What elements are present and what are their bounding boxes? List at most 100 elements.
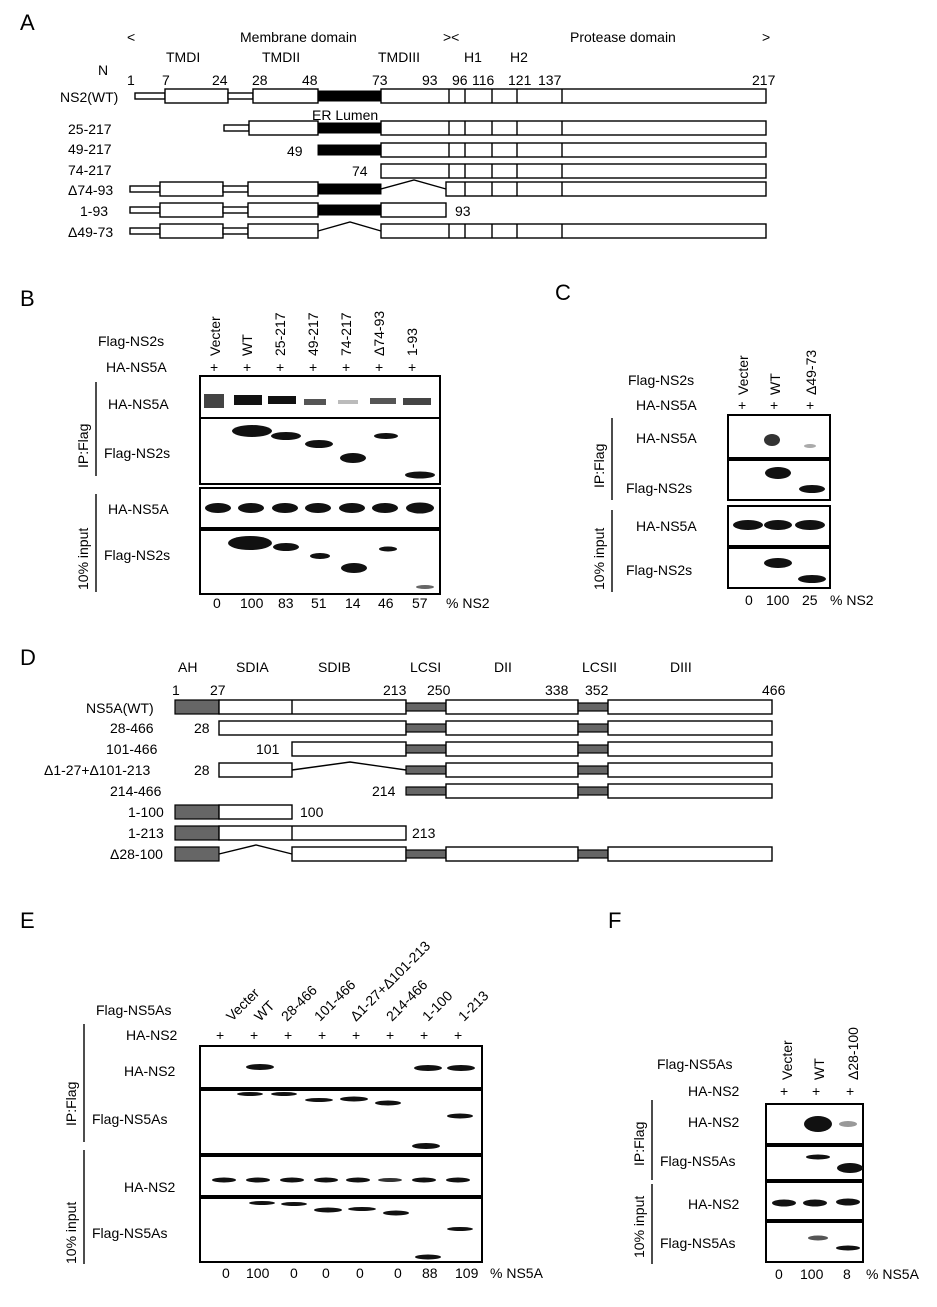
blot-input-flag (199, 1197, 483, 1263)
marker-93: 93 (455, 203, 471, 219)
pos-73: 73 (372, 72, 388, 88)
ha-ns2-label: HA-NS2 (126, 1027, 178, 1043)
ip-flag-label: IP:Flag (631, 1122, 647, 1166)
pos-217: 217 (752, 72, 776, 88)
domain-lcsi: LCSI (410, 659, 441, 675)
blot-input-flag (765, 1221, 864, 1263)
marker-28: 28 (194, 720, 210, 736)
marker-74: 74 (352, 163, 368, 179)
lane-label: WT (767, 373, 783, 395)
construct-1-213: 1-213 (128, 825, 164, 841)
pos-7: 7 (162, 72, 170, 88)
construct-49-217: 49-217 (68, 141, 112, 157)
construct-1-100: 1-100 (128, 804, 164, 820)
percent-value: 83 (278, 595, 294, 611)
tmd2-label: TMDII (262, 49, 300, 65)
plus-sign: + (250, 1027, 258, 1043)
plus-sign: + (342, 359, 350, 375)
plus-sign: + (375, 359, 383, 375)
marker-101: 101 (256, 741, 280, 757)
domain-diii: DIII (670, 659, 692, 675)
pos-24: 24 (212, 72, 228, 88)
row-flag-ns5as-ip: Flag-NS5As (92, 1111, 167, 1127)
marker-100: 100 (300, 804, 324, 820)
domain-lcsii: LCSII (582, 659, 617, 675)
percent-unit: % NS2 (830, 592, 874, 608)
construct-214-466: 214-466 (110, 783, 162, 799)
ns2-d49-73-bar (129, 221, 767, 239)
domain-dii: DII (494, 659, 512, 675)
protease-domain-label: Protease domain (570, 29, 676, 45)
domain-ah: AH (178, 659, 197, 675)
panel-b-letter: B (20, 286, 35, 311)
panel-a-letter: A (20, 10, 35, 35)
lane-label: Δ28-100 (845, 1027, 861, 1080)
panel-e: E Flag-NS5As HA-NS2 Vecter WT 28-466 101… (20, 908, 544, 1281)
construct-101-466: 101-466 (106, 741, 158, 757)
construct-ns5a-wt: NS5A(WT) (86, 700, 154, 716)
pos-1: 1 (127, 72, 135, 88)
plus-sign: + (738, 397, 746, 413)
ns2-49-217-bar (317, 142, 767, 158)
lane-label: 25-217 (272, 312, 288, 356)
panel-b: B Flag-NS2s HA-NS5A Vecter WT 25-217 49-… (20, 286, 490, 611)
pos-352: 352 (585, 682, 609, 698)
ns2-positions: 1 7 24 28 48 73 93 96 116 121 137 217 (127, 72, 776, 88)
blot-ip-flag (727, 459, 831, 501)
panel-e-letter: E (20, 908, 35, 933)
protease-right-bracket: > (762, 29, 770, 45)
input-label: 10% input (63, 1202, 79, 1264)
blot-ip-flag (765, 1145, 864, 1181)
flag-ns2s-label: Flag-NS2s (628, 372, 694, 388)
blot-input-ha-bands (772, 1198, 860, 1207)
blot-input-flag-bands (764, 558, 826, 583)
row-flag-ns2s-input: Flag-NS2s (104, 547, 170, 563)
row-ha-ns5a-input: HA-NS5A (636, 518, 697, 534)
construct-1-93: 1-93 (80, 203, 108, 219)
percent-value: 0 (290, 1265, 298, 1281)
er-lumen-label: ER Lumen (312, 107, 378, 123)
construct-74-217: 74-217 (68, 162, 112, 178)
h1-label: H1 (464, 49, 482, 65)
blot-input-ha (199, 1155, 483, 1197)
ns5a-1-100-bar (174, 804, 293, 820)
pos-121: 121 (508, 72, 532, 88)
row-ha-ns2-input: HA-NS2 (688, 1196, 740, 1212)
row-flag-ns5as-input: Flag-NS5As (92, 1225, 167, 1241)
plus-sign: + (846, 1083, 854, 1099)
row-ha-ns5a-input: HA-NS5A (108, 501, 169, 517)
plus-sign: + (812, 1083, 820, 1099)
percent-value: 0 (745, 592, 753, 608)
percent-value: 0 (775, 1266, 783, 1282)
blot-input-flag-bands (808, 1235, 860, 1251)
percent-value: 0 (213, 595, 221, 611)
blot-ip-flag-bands (765, 467, 825, 493)
panel-b-lanes: Vecter WT 25-217 49-217 74-217 Δ74-93 1-… (207, 311, 420, 356)
marker-214: 214 (372, 783, 396, 799)
domain-sdia: SDIA (236, 659, 269, 675)
blot-ip-flag-bands (237, 1092, 473, 1149)
lane-label: Vecter (779, 1040, 795, 1080)
flag-ns5as-label: Flag-NS5As (657, 1056, 732, 1072)
blot-ip-ha-bands (764, 434, 816, 448)
tmd3-label: TMDIII (378, 49, 420, 65)
n-terminus-label: N (98, 62, 108, 78)
ns5a-d28-100-bar (174, 844, 773, 862)
percent-value: 100 (246, 1265, 270, 1281)
pos-28: 28 (252, 72, 268, 88)
percent-value: 100 (800, 1266, 824, 1282)
ns2-1-93-bar (129, 202, 447, 218)
membrane-left-bracket: < (127, 29, 135, 45)
pos-48: 48 (302, 72, 318, 88)
percent-value: 8 (843, 1266, 851, 1282)
input-label: 10% input (75, 528, 91, 590)
pos-96: 96 (452, 72, 468, 88)
blot-ip-flag-bands (232, 425, 435, 479)
lane-label: Vecter (735, 355, 751, 395)
ha-ns2-label: HA-NS2 (688, 1083, 740, 1099)
panel-a: A < Membrane domain >< Protease domain >… (20, 10, 776, 240)
panel-c-letter: C (555, 280, 571, 305)
construct-d74-93: Δ74-93 (68, 182, 113, 198)
panel-b-percent-row: 0 100 83 51 14 46 57 % NS2 (213, 595, 490, 611)
percent-value: 25 (802, 592, 818, 608)
